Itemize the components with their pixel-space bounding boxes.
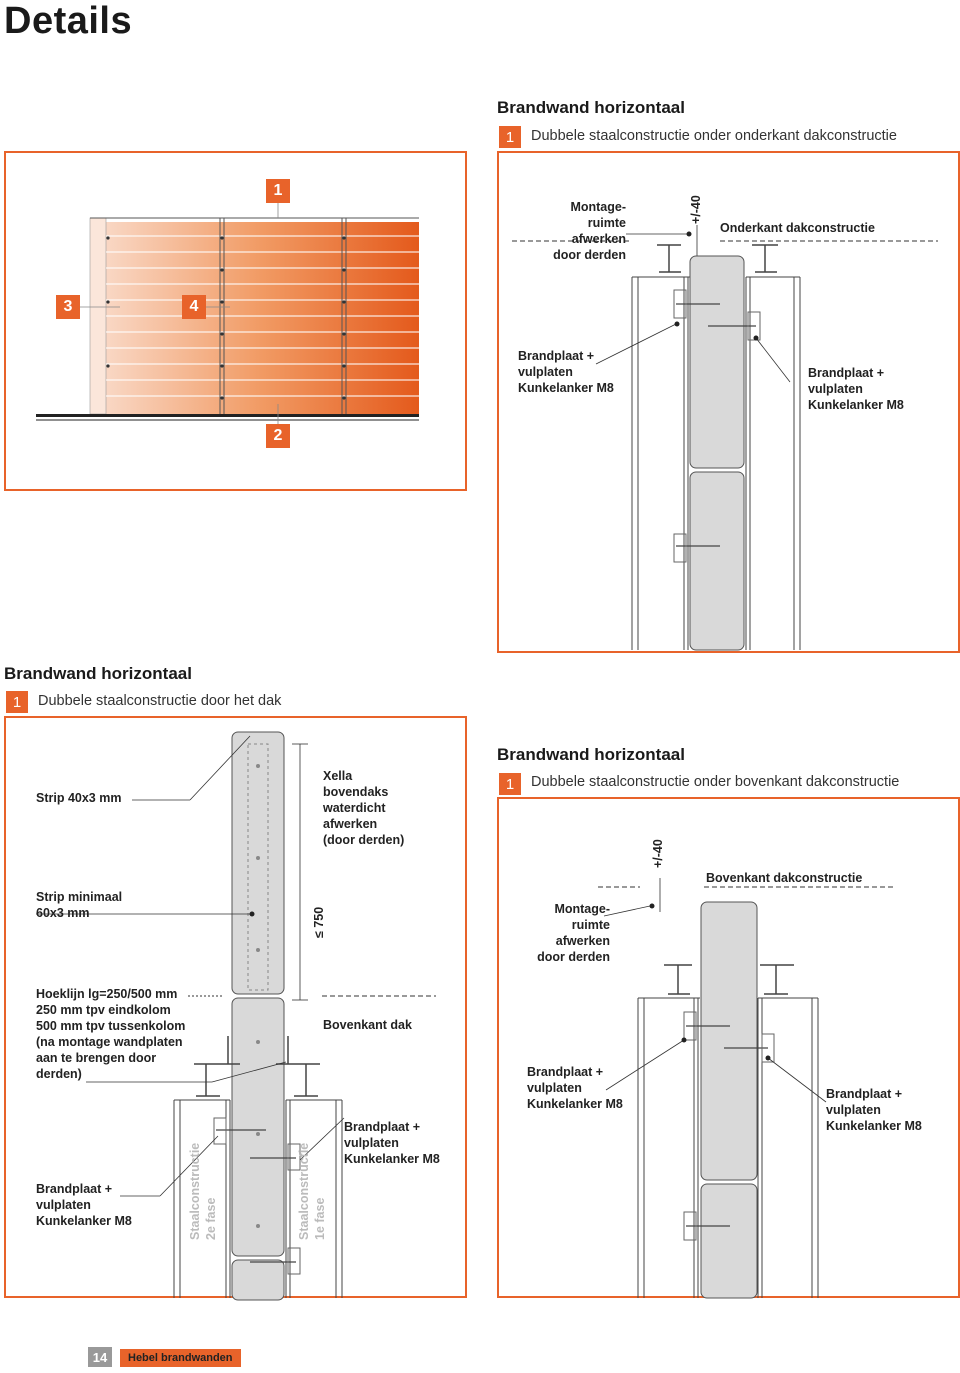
section-badge-right: 1 [499,773,521,795]
strip40-label: Strip 40x3 mm [36,791,122,805]
section-subtitle-right: Dubbele staalconstructie onder bovenkant… [531,774,900,790]
section-heading-top: Brandwand horizontaal [497,98,685,117]
section-heading-right: Brandwand horizontaal [497,745,685,764]
overview-badge-2: 2 [266,424,290,448]
section-subtitle-top: Dubbele staalconstructie onder onderkant… [531,128,897,144]
overview-frame [4,151,467,491]
onderkant-label: Onderkant dakconstructie [720,221,875,235]
section-heading-mid: Brandwand horizontaal [4,664,192,683]
section-badge-top: 1 [499,126,521,148]
detail-top-frame [497,151,960,653]
overview-badge-4: 4 [182,295,206,319]
page-number: 14 [88,1347,112,1367]
bovenkant-dak-label: Bovenkant dak [323,1018,412,1032]
bovenkant-label: Bovenkant dakconstructie [706,871,863,885]
section-subtitle-mid: Dubbele staalconstructie door het dak [38,693,282,709]
overview-badge-1: 1 [266,179,290,203]
overview-badge-3: 3 [56,295,80,319]
publication-title: Hebel brandwanden [120,1349,241,1367]
tolerance-label-right: +/-40 [651,839,665,868]
section-badge-mid: 1 [6,691,28,713]
page-title: Details [4,0,133,42]
